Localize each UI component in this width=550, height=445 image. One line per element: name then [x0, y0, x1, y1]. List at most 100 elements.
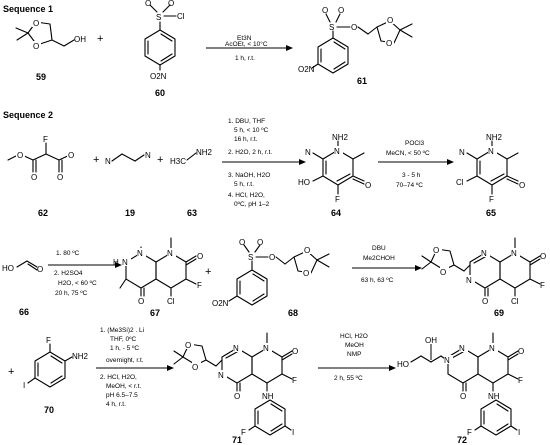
- atom-o: O: [433, 246, 439, 255]
- atom-nh2: NH2: [332, 133, 349, 142]
- atom-o2n: O2N: [212, 299, 229, 308]
- atom-o: O: [440, 268, 446, 277]
- condition-text: 1. DBU, THF: [228, 118, 265, 125]
- compound-64-structure: N NH2 O F HO N: [298, 133, 371, 204]
- atom-nh2: NH2: [196, 148, 213, 157]
- condition-text: Et3N: [237, 35, 252, 42]
- atom-o: O: [519, 181, 525, 190]
- atom-o: O: [57, 173, 63, 182]
- condition-text: AcOEt, < 10°C: [225, 40, 268, 48]
- atom-ho: HO: [2, 264, 14, 273]
- compound-72-structure: HO OH N N N O F O NH F I: [397, 332, 524, 437]
- condition-text: Me2CHOH: [363, 255, 395, 262]
- plus-sign: +: [205, 266, 211, 278]
- compound-label-59: 59: [36, 72, 46, 82]
- atom-n: N: [137, 249, 143, 258]
- atom-n: N: [489, 344, 495, 353]
- condition-text: POCl3: [405, 140, 425, 147]
- compound-69-structure: O O N N N O F Cl O: [421, 237, 546, 306]
- atom-o: O: [234, 392, 240, 401]
- condition-text: THF, 0ºC: [110, 336, 137, 343]
- atom-o: O: [68, 151, 74, 160]
- atom-n: N: [233, 344, 239, 353]
- atom-nc: N: [305, 148, 311, 157]
- condition-text: 1. (Me3Si)2 . Li: [100, 327, 144, 334]
- atom-o: O: [257, 238, 263, 247]
- atom-s: S: [248, 253, 253, 262]
- atom-f: F: [489, 195, 494, 204]
- atom-o: O: [33, 42, 39, 51]
- compound-70-structure: F NH2 I: [23, 336, 89, 390]
- atom-cl: Cl: [177, 12, 185, 21]
- condition-text: 1 h, r.t.: [235, 55, 255, 62]
- atom-n: N: [459, 344, 465, 353]
- atom-h: H: [113, 258, 119, 267]
- atom-f: F: [197, 281, 202, 290]
- sequence-1-title: Sequence 1: [3, 4, 53, 14]
- condition-text: 3 - 5 h: [402, 172, 421, 179]
- atom-o: O: [239, 238, 245, 247]
- condition-text: NMP: [347, 351, 361, 358]
- atom-o: O: [303, 269, 309, 278]
- atom-o: O: [518, 347, 524, 356]
- atom-o: O: [460, 392, 466, 401]
- condition-text: H2O, < 60 ºC: [58, 280, 97, 287]
- atom-nh: NH: [262, 392, 274, 401]
- atom-n: N: [481, 249, 487, 258]
- atom-cl: Cl: [167, 297, 175, 306]
- atom-f: F: [46, 336, 51, 345]
- compound-60-structure: S O O Cl O2N: [144, 0, 185, 81]
- compound-59-structure: O O OH: [15, 18, 86, 51]
- atom-o: O: [338, 6, 344, 15]
- atom-o: O: [138, 297, 144, 306]
- atom-nc: N: [459, 148, 465, 157]
- condition-text: 0ºC, pH 1–2: [234, 201, 270, 208]
- condition-text: 5 h, < 10 ºC: [234, 127, 269, 134]
- condition-text: 70–74 ºC: [396, 182, 423, 189]
- compound-label-63: 63: [187, 208, 197, 218]
- compound-66-structure: HO O: [2, 260, 43, 274]
- atom-cl: Cl: [456, 178, 464, 187]
- atom-i: I: [292, 428, 294, 437]
- compound-label-60: 60: [155, 88, 165, 98]
- plus-sign: +: [93, 154, 99, 166]
- atom-o: O: [197, 252, 203, 261]
- atom-o: O: [322, 6, 328, 15]
- atom-oh: OH: [74, 35, 86, 44]
- atom-o: O: [269, 253, 275, 262]
- plus-sign: +: [8, 366, 14, 378]
- condition-text: 63 h, 63 ºC: [361, 277, 394, 284]
- atom-oh: OH: [425, 336, 437, 345]
- compound-19-structure: N N: [105, 151, 151, 166]
- atom-i: I: [23, 381, 25, 390]
- compound-label-66: 66: [19, 307, 29, 317]
- atom-n: N: [334, 147, 340, 156]
- condition-text: 2. HCl, H2O,: [100, 374, 137, 381]
- atom-o: O: [185, 341, 191, 350]
- compound-71-structure: O O N N N O F O NH F I: [173, 332, 298, 437]
- condition-text: 16 h, r.t.: [234, 136, 258, 143]
- compound-label-68: 68: [288, 308, 298, 318]
- compound-68-structure: S O O O O O O2N: [212, 238, 330, 308]
- plus-sign: +: [97, 33, 103, 45]
- atom-o2n: O2N: [150, 72, 167, 81]
- atom-f: F: [43, 135, 48, 144]
- compound-label-72: 72: [457, 435, 467, 445]
- atom-f: F: [335, 195, 340, 204]
- atom-o: O: [33, 19, 39, 28]
- atom-o: O: [482, 297, 488, 306]
- atom-h3c: H3C: [170, 157, 186, 166]
- sequence-2-title: Sequence 2: [3, 110, 53, 120]
- atom-o: O: [145, 0, 151, 8]
- condition-text: pH 6.5–7.5: [106, 392, 138, 399]
- atom-n: N: [218, 371, 224, 380]
- condition-text: MeCN, < 50 ºC: [386, 150, 430, 157]
- atom-o: O: [17, 151, 23, 160]
- compound-label-69: 69: [494, 308, 504, 318]
- atom-f: F: [292, 376, 297, 385]
- condition-text: MeOH, < r.t.: [106, 383, 141, 390]
- atom-o2n: O2N: [298, 65, 315, 74]
- condition-text: 4 h, r.t.: [106, 401, 126, 408]
- atom-n: N: [488, 147, 494, 156]
